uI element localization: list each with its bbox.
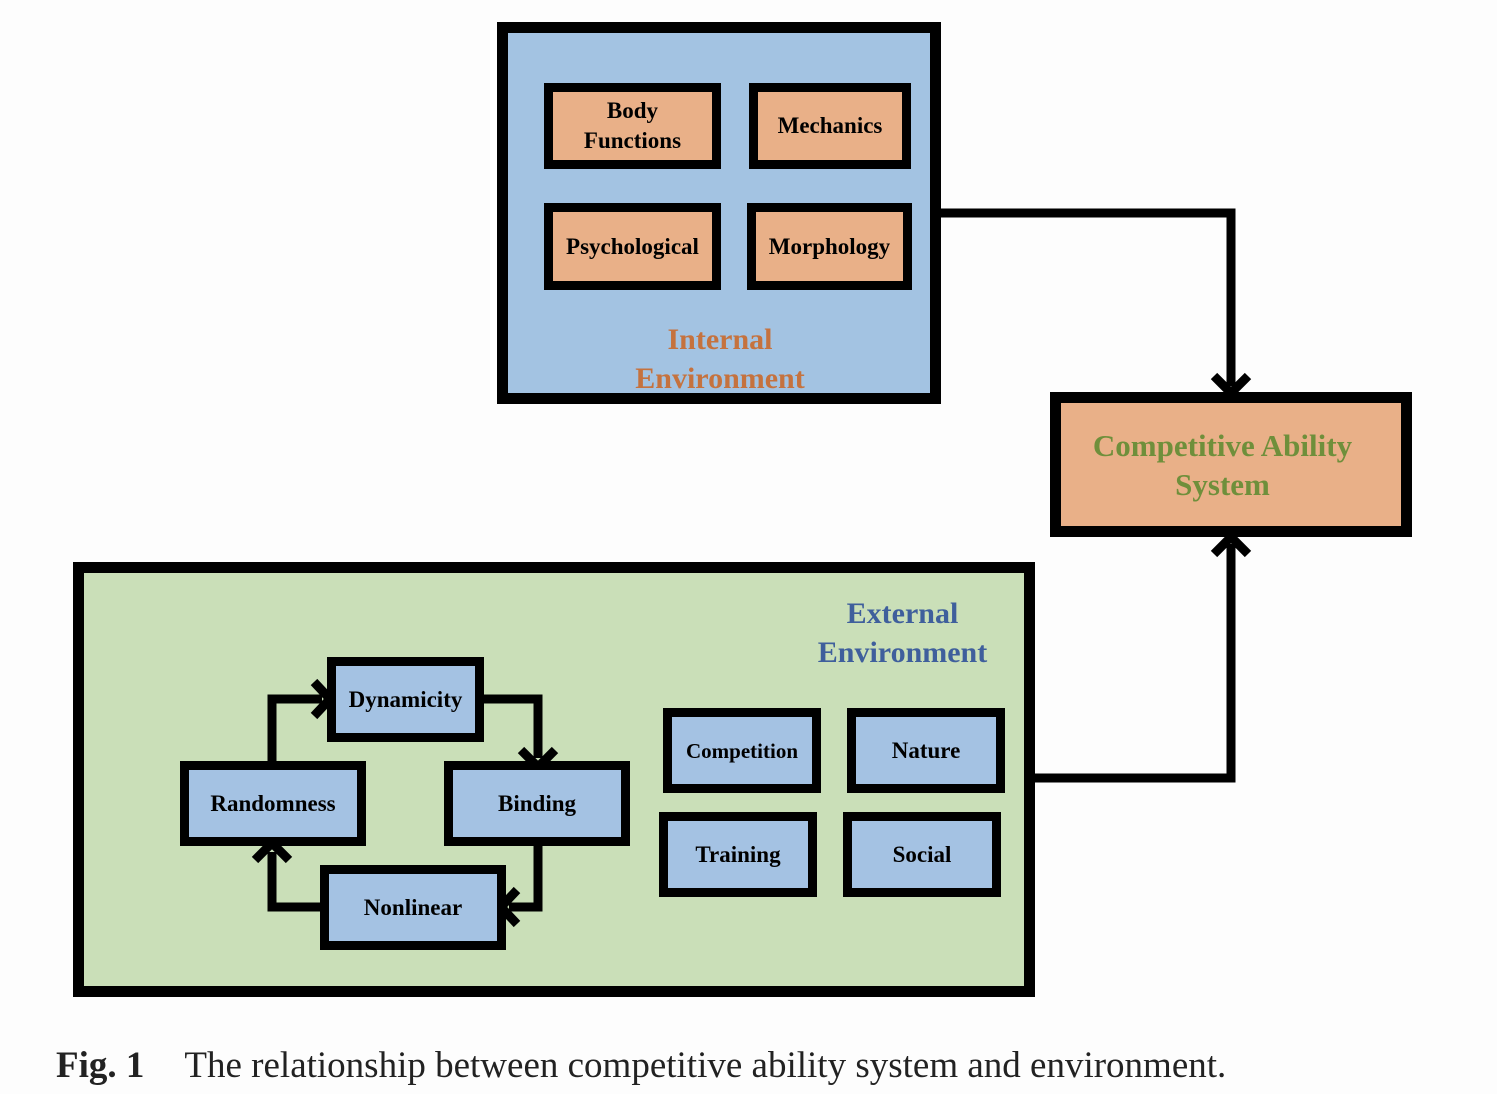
node-training: Training bbox=[659, 812, 817, 897]
arrowhead-down-result bbox=[1210, 372, 1252, 400]
node-mechanics: Mechanics bbox=[749, 83, 911, 169]
figure-caption-label: Fig. 1 bbox=[56, 1045, 145, 1086]
node-binding: Binding bbox=[444, 761, 630, 846]
node-body-functions: Body Functions bbox=[544, 83, 721, 169]
connector-internal-to-result bbox=[941, 208, 1236, 386]
arrowhead-up-result bbox=[1210, 530, 1252, 558]
connector-dynamicity-to-binding bbox=[482, 694, 543, 758]
external-environment-label: External Environment bbox=[817, 597, 988, 669]
internal-environment-label: Internal Environment bbox=[635, 323, 805, 395]
node-competition: Competition bbox=[663, 708, 821, 793]
figure-caption: Fig. 1 The relationship between competiti… bbox=[56, 1042, 1476, 1090]
figure-caption-text: The relationship between competitive abi… bbox=[184, 1045, 1227, 1086]
connector-randomness-to-dynamicity bbox=[267, 694, 322, 764]
node-dynamicity: Dynamicity bbox=[327, 657, 484, 742]
node-social: Social bbox=[843, 812, 1001, 897]
competitive-ability-label: Competitive Ability System bbox=[1092, 428, 1353, 502]
node-morphology: Morphology bbox=[747, 203, 912, 290]
node-randomness: Randomness bbox=[180, 761, 366, 846]
node-psychological: Psychological bbox=[544, 203, 721, 290]
node-nonlinear: Nonlinear bbox=[320, 865, 506, 950]
connector-nonlinear-to-randomness bbox=[267, 852, 323, 912]
connector-binding-to-nonlinear bbox=[509, 843, 543, 912]
node-nature: Nature bbox=[847, 708, 1005, 793]
connector-external-to-result bbox=[1035, 544, 1236, 783]
